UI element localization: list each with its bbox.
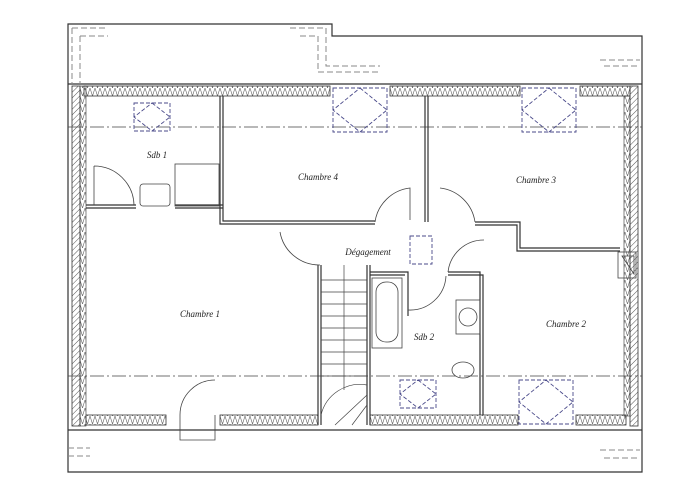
room-label-chambre3: Chambre 3 (516, 175, 556, 185)
chimney (617, 251, 637, 279)
room-label-sdb1: Sdb 1 (147, 150, 167, 160)
staircase (320, 265, 368, 426)
washbasin-sdb1 (139, 183, 171, 207)
roof-outline (67, 23, 643, 473)
doors (93, 165, 485, 441)
room-label-chambre4: Chambre 4 (298, 172, 338, 182)
room-label-degagement: Dégagement (344, 247, 391, 257)
shower (174, 163, 220, 207)
washbasin-sdb2 (455, 299, 481, 335)
bathtub (371, 277, 403, 349)
interior-walls (86, 96, 620, 425)
room-label-chambre1: Chambre 1 (180, 309, 220, 319)
roof-windows (133, 87, 577, 425)
toilet (451, 361, 475, 379)
fixtures (139, 163, 637, 379)
room-label-chambre2: Chambre 2 (546, 319, 586, 329)
room-label-sdb2: Sdb 2 (414, 332, 435, 342)
